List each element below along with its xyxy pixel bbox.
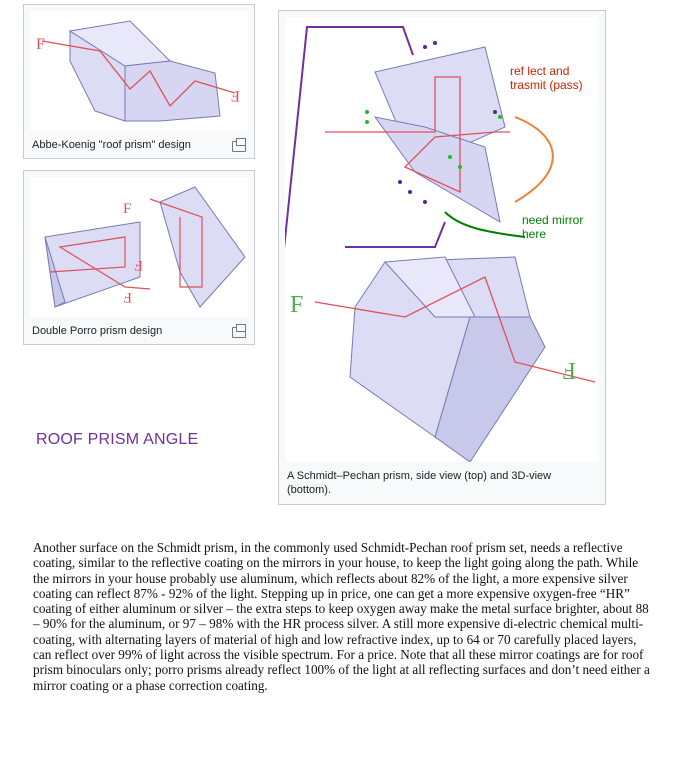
note-line: need mirror bbox=[522, 213, 592, 227]
f-label-inverted: F bbox=[563, 357, 576, 383]
need-mirror-note: need mirror here bbox=[522, 213, 592, 241]
f-label-inverted: F bbox=[231, 87, 240, 104]
figure-caption: A Schmidt–Pechan prism, side view (top) … bbox=[287, 469, 587, 497]
double-porro-diagram: F F F bbox=[30, 177, 248, 317]
magnify-icon[interactable] bbox=[232, 327, 246, 338]
figure-abbe-koenig: F F Abbe-Koenig "roof prism" design bbox=[23, 4, 255, 159]
f-label: F bbox=[36, 36, 45, 53]
f-label: F bbox=[123, 201, 131, 217]
magnify-icon[interactable] bbox=[232, 141, 246, 152]
f-label: F bbox=[290, 292, 303, 318]
figure-caption: Double Porro prism design bbox=[32, 324, 162, 338]
figure-caption: Abbe-Koenig "roof prism" design bbox=[32, 138, 191, 152]
note-line: ref lect and bbox=[510, 64, 590, 78]
f-label-inverted: F bbox=[135, 257, 143, 273]
abbe-koenig-diagram: F F bbox=[30, 11, 248, 131]
f-label-inverted: F bbox=[124, 289, 132, 305]
reflect-transmit-note: ref lect and trasmit (pass) bbox=[510, 64, 590, 92]
figure-double-porro: F F F Double Porro prism design bbox=[23, 170, 255, 345]
roof-prism-angle-label: ROOF PRISM ANGLE bbox=[36, 431, 198, 449]
note-line: here bbox=[522, 227, 592, 241]
note-line: trasmit (pass) bbox=[510, 78, 590, 92]
body-paragraph: Another surface on the Schmidt prism, in… bbox=[33, 540, 651, 693]
